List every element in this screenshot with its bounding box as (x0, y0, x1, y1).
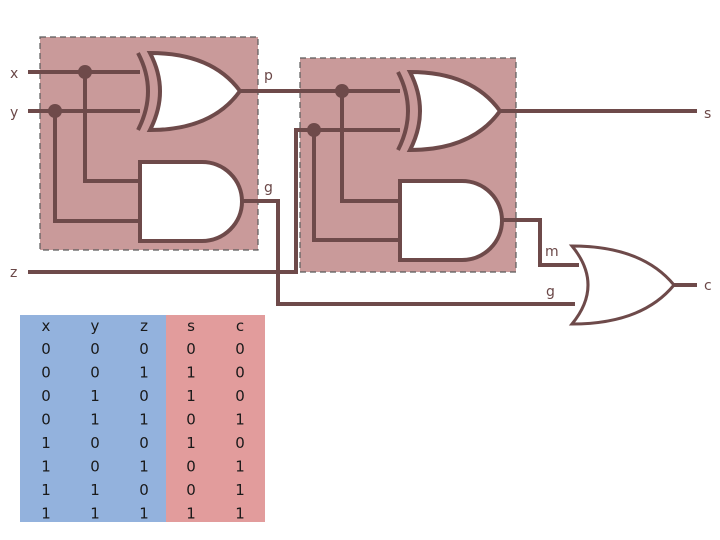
truth-table-output-columns (166, 315, 265, 522)
truth-table-cell: 0 (90, 340, 100, 358)
truth-table-cell: 0 (186, 340, 196, 358)
truth-table-cell: 1 (186, 387, 196, 405)
truth-table-cell: 0 (235, 364, 245, 382)
label-z: z (10, 265, 17, 281)
truth-table-header: x (42, 317, 51, 335)
truth-table-header: y (91, 317, 100, 335)
truth-table-cell: 1 (90, 481, 100, 499)
truth-table-cell: 0 (235, 434, 245, 452)
truth-table: x y z s c 0 0 0 0 0 0 0 1 1 0 0 1 0 1 0 0 1 1 0 1 1 0 0 1 0 1 0 1 0 1 1 1 0 0 1… (20, 315, 265, 523)
label-x: x (10, 66, 18, 82)
wire-x-to-and1 (83, 72, 140, 183)
truth-table-cell: 0 (186, 481, 196, 499)
wire-m (502, 218, 579, 267)
signal-labels: x y z p g s m g c (10, 66, 712, 300)
label-p: p (264, 68, 273, 84)
label-g-top: g (264, 180, 273, 196)
truth-table-cell: 1 (90, 387, 100, 405)
truth-table-input-columns (20, 315, 166, 522)
truth-table-cell: 0 (235, 340, 245, 358)
gates (136, 50, 676, 326)
xor-gate-2 (396, 69, 503, 153)
truth-table-cell: 0 (90, 364, 100, 382)
truth-table-header: z (140, 317, 148, 335)
truth-table-cell: 0 (186, 458, 196, 476)
truth-table-cell: 1 (186, 505, 196, 523)
wire-g (242, 199, 575, 306)
truth-table-cell: 0 (139, 434, 149, 452)
or-gate (568, 244, 676, 326)
label-y: y (10, 105, 18, 121)
truth-table-cell: 1 (186, 364, 196, 382)
truth-table-cell: 0 (41, 340, 51, 358)
junction-x (78, 65, 92, 79)
truth-table-cell: 1 (41, 434, 51, 452)
xor-gate-1 (136, 50, 243, 133)
truth-table-cell: 1 (235, 458, 245, 476)
junction-z (307, 123, 321, 137)
wires (28, 70, 697, 306)
truth-table-cell: 1 (41, 458, 51, 476)
truth-table-header: c (236, 317, 244, 335)
truth-table-cell: 1 (235, 481, 245, 499)
truth-table-cell: 1 (235, 411, 245, 429)
truth-table-header: s (187, 317, 195, 335)
junctions (48, 65, 349, 137)
wire-p-to-and2 (340, 91, 400, 203)
label-s: s (704, 106, 711, 122)
label-m: m (545, 244, 559, 260)
truth-table-cell: 0 (41, 411, 51, 429)
truth-table-cell: 0 (90, 458, 100, 476)
wire-z (28, 128, 400, 274)
truth-table-cell: 1 (90, 505, 100, 523)
truth-table-cell: 0 (139, 387, 149, 405)
label-g-bottom: g (546, 284, 555, 300)
truth-table-cell: 1 (235, 505, 245, 523)
wire-y-to-and1 (53, 111, 140, 223)
truth-table-cell: 0 (90, 434, 100, 452)
truth-table-cell: 1 (41, 505, 51, 523)
truth-table-cell: 0 (235, 387, 245, 405)
truth-table-cell: 1 (139, 411, 149, 429)
wire-z-to-and2 (312, 130, 400, 242)
label-c: c (704, 278, 712, 294)
truth-table-cell: 1 (139, 458, 149, 476)
and-gate-1 (138, 160, 244, 243)
truth-table-cell: 0 (139, 340, 149, 358)
truth-table-cell: 1 (186, 434, 196, 452)
truth-table-cell: 1 (139, 364, 149, 382)
truth-table-cell: 0 (41, 364, 51, 382)
truth-table-cell: 1 (90, 411, 100, 429)
junction-p (335, 84, 349, 98)
truth-table-cell: 1 (139, 505, 149, 523)
truth-table-cell: 0 (186, 411, 196, 429)
truth-table-cell: 1 (41, 481, 51, 499)
and-gate-2 (398, 179, 504, 262)
truth-table-cell: 0 (41, 387, 51, 405)
junction-y (48, 104, 62, 118)
truth-table-cell: 0 (139, 481, 149, 499)
